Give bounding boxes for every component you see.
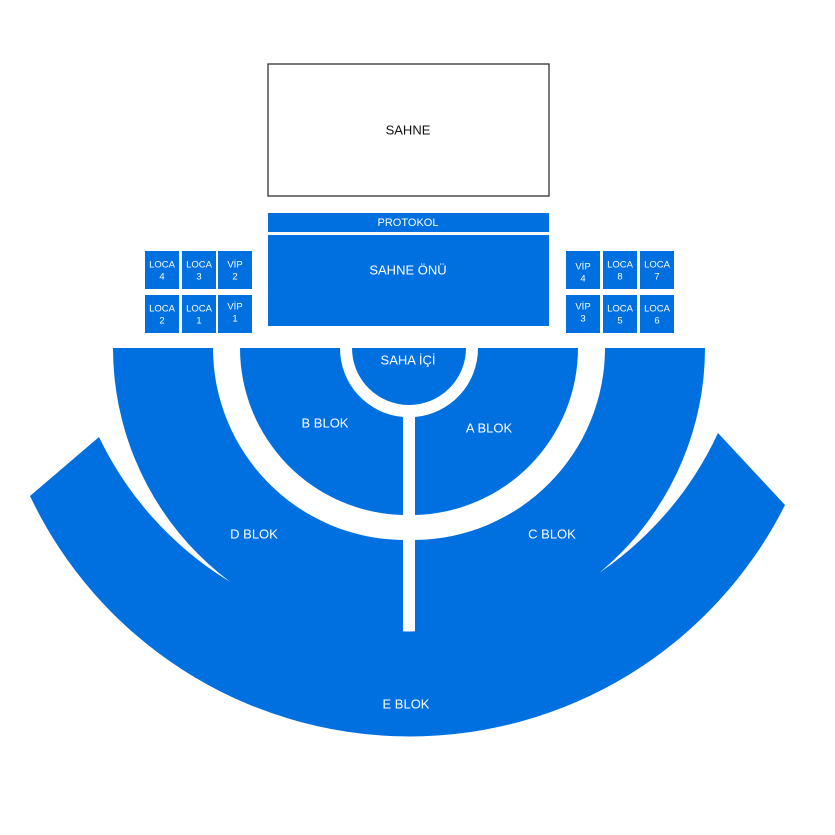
loca-7-box[interactable]	[640, 251, 674, 289]
loca-4-box[interactable]	[145, 251, 179, 289]
e-blok-section[interactable]	[30, 433, 785, 737]
c-blok-section[interactable]	[415, 348, 705, 640]
loca-8-box[interactable]	[603, 251, 637, 289]
d-blok-section[interactable]	[113, 348, 403, 640]
protokol-section[interactable]	[268, 213, 549, 232]
loca-6-box[interactable]	[640, 295, 674, 333]
saha-ici-section[interactable]	[352, 348, 466, 405]
b-blok-section[interactable]	[240, 348, 403, 515]
vip-2-box[interactable]	[218, 251, 252, 289]
vip-1-box[interactable]	[218, 295, 252, 333]
sahne-onu-section[interactable]	[268, 235, 549, 326]
loca-3-box[interactable]	[182, 251, 216, 289]
stage-area	[267, 63, 550, 197]
loca-2-box[interactable]	[145, 295, 179, 333]
loca-1-box[interactable]	[182, 295, 216, 333]
vip-3-box[interactable]	[566, 295, 600, 333]
vip-4-box[interactable]	[566, 251, 600, 289]
a-blok-section[interactable]	[415, 348, 578, 515]
loca-5-box[interactable]	[603, 295, 637, 333]
